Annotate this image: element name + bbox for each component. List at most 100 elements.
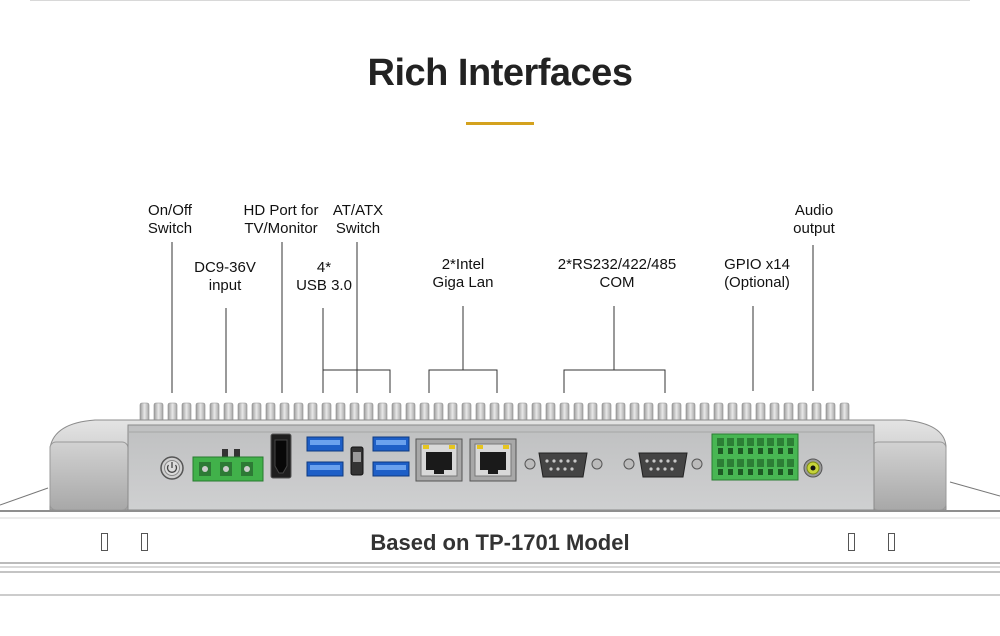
title-accent-bar	[466, 122, 534, 125]
heatsink-fin	[475, 402, 486, 423]
heatsink-fin	[279, 402, 290, 423]
heatsink-fin	[223, 402, 234, 423]
gpio-pin-hole	[788, 469, 793, 475]
heatsink-fin	[517, 402, 528, 423]
heatsink-fin	[167, 402, 178, 423]
heatsink-fins	[139, 402, 850, 423]
label-line: Switch	[335, 220, 381, 237]
heatsink-fin	[671, 402, 682, 423]
label-line: TV/Monitor	[244, 220, 318, 237]
gpio-pin-hole	[748, 448, 753, 454]
gpio-screw	[717, 438, 724, 446]
heatsink-fin	[587, 402, 598, 423]
gpio-pin-hole	[758, 469, 763, 475]
gpio-screw	[737, 438, 744, 446]
gpio-pin-hole	[758, 448, 763, 454]
label-line: HD Port for	[243, 202, 319, 219]
placeholder-glyph	[888, 533, 895, 551]
heatsink-fin	[349, 402, 360, 423]
label-line: (Optional)	[724, 274, 790, 291]
heatsink-fin	[531, 402, 542, 423]
label-usb: 4* USB 3.0	[288, 259, 360, 295]
label-com-ports: 2*RS232/422/485 COM	[550, 256, 684, 292]
heatsink-fin	[237, 402, 248, 423]
gpio-pin-hole	[718, 448, 723, 454]
heatsink-fin	[755, 402, 766, 423]
heatsink-fin	[769, 402, 780, 423]
gpio-pin-hole	[768, 448, 773, 454]
label-line: On/Off	[148, 202, 192, 219]
heatsink-fin	[293, 402, 304, 423]
heatsink-fin	[741, 402, 752, 423]
heatsink-fin	[573, 402, 584, 423]
heatsink-fin	[489, 402, 500, 423]
label-line: Audio	[794, 202, 834, 219]
heatsink-fin	[629, 402, 640, 423]
gpio-screw	[757, 459, 764, 467]
heatsink-fin	[713, 402, 724, 423]
heatsink-fin	[139, 402, 150, 423]
heatsink-fin	[825, 402, 836, 423]
label-line: AT/ATX	[332, 202, 384, 219]
placeholder-glyph	[141, 533, 148, 551]
gpio-screw	[747, 438, 754, 446]
heatsink-fin	[321, 402, 332, 423]
label-line: Giga Lan	[432, 274, 494, 291]
label-line: 2*Intel	[441, 256, 485, 273]
heatsink-fin	[615, 402, 626, 423]
placeholder-glyph	[101, 533, 108, 551]
heatsink-fin	[839, 402, 850, 423]
placeholder-glyph	[848, 533, 855, 551]
label-line: GPIO x14	[724, 256, 790, 273]
heatsink-fin	[657, 402, 668, 423]
heatsink-fin	[433, 402, 444, 423]
heatsink-fin	[391, 402, 402, 423]
heatsink-fin	[545, 402, 556, 423]
label-dc-input: DC9-36V input	[180, 259, 270, 295]
top-divider	[30, 0, 970, 1]
power-button	[160, 456, 184, 480]
heatsink-fin	[405, 402, 416, 423]
at-atx-switch	[350, 446, 364, 476]
gpio-screw	[727, 438, 734, 446]
heatsink-fin	[209, 402, 220, 423]
label-line: DC9-36V	[194, 259, 256, 276]
gpio-pin-hole	[768, 469, 773, 475]
heatsink-fin	[251, 402, 262, 423]
audio-jack	[803, 458, 823, 478]
gpio-screw	[777, 438, 784, 446]
page-title: Rich Interfaces	[367, 52, 633, 94]
heatsink-fin	[447, 402, 458, 423]
hdmi-port	[270, 433, 292, 479]
heatsink-fin	[181, 402, 192, 423]
gpio-screw	[787, 459, 794, 467]
heatsink-fin	[699, 402, 710, 423]
heatsink-fin	[377, 402, 388, 423]
gpio-pin-hole	[778, 448, 783, 454]
gpio-screw	[777, 459, 784, 467]
gpio-screw	[737, 459, 744, 467]
label-at-atx-switch: AT/ATX Switch	[322, 202, 394, 238]
heatsink-fin	[265, 402, 276, 423]
gpio-screw	[767, 459, 774, 467]
gpio-pin-hole	[738, 448, 743, 454]
heatsink-fin	[811, 402, 822, 423]
label-line: 4*	[316, 259, 332, 276]
label-line: Switch	[147, 220, 193, 237]
lan-ports	[415, 438, 517, 482]
com-ports	[524, 452, 703, 478]
heatsink-fin	[783, 402, 794, 423]
heatsink-fin	[363, 402, 374, 423]
heatsink-fin	[195, 402, 206, 423]
label-line: output	[793, 220, 835, 237]
label-line: COM	[599, 274, 635, 291]
heatsink-fin	[559, 402, 570, 423]
heatsink-fin	[503, 402, 514, 423]
gpio-screw	[717, 459, 724, 467]
gpio-pin-hole	[738, 469, 743, 475]
heatsink-fin	[727, 402, 738, 423]
label-line: input	[208, 277, 242, 294]
heatsink-fin	[335, 402, 346, 423]
gpio-screw	[787, 438, 794, 446]
heatsink-fin	[797, 402, 808, 423]
